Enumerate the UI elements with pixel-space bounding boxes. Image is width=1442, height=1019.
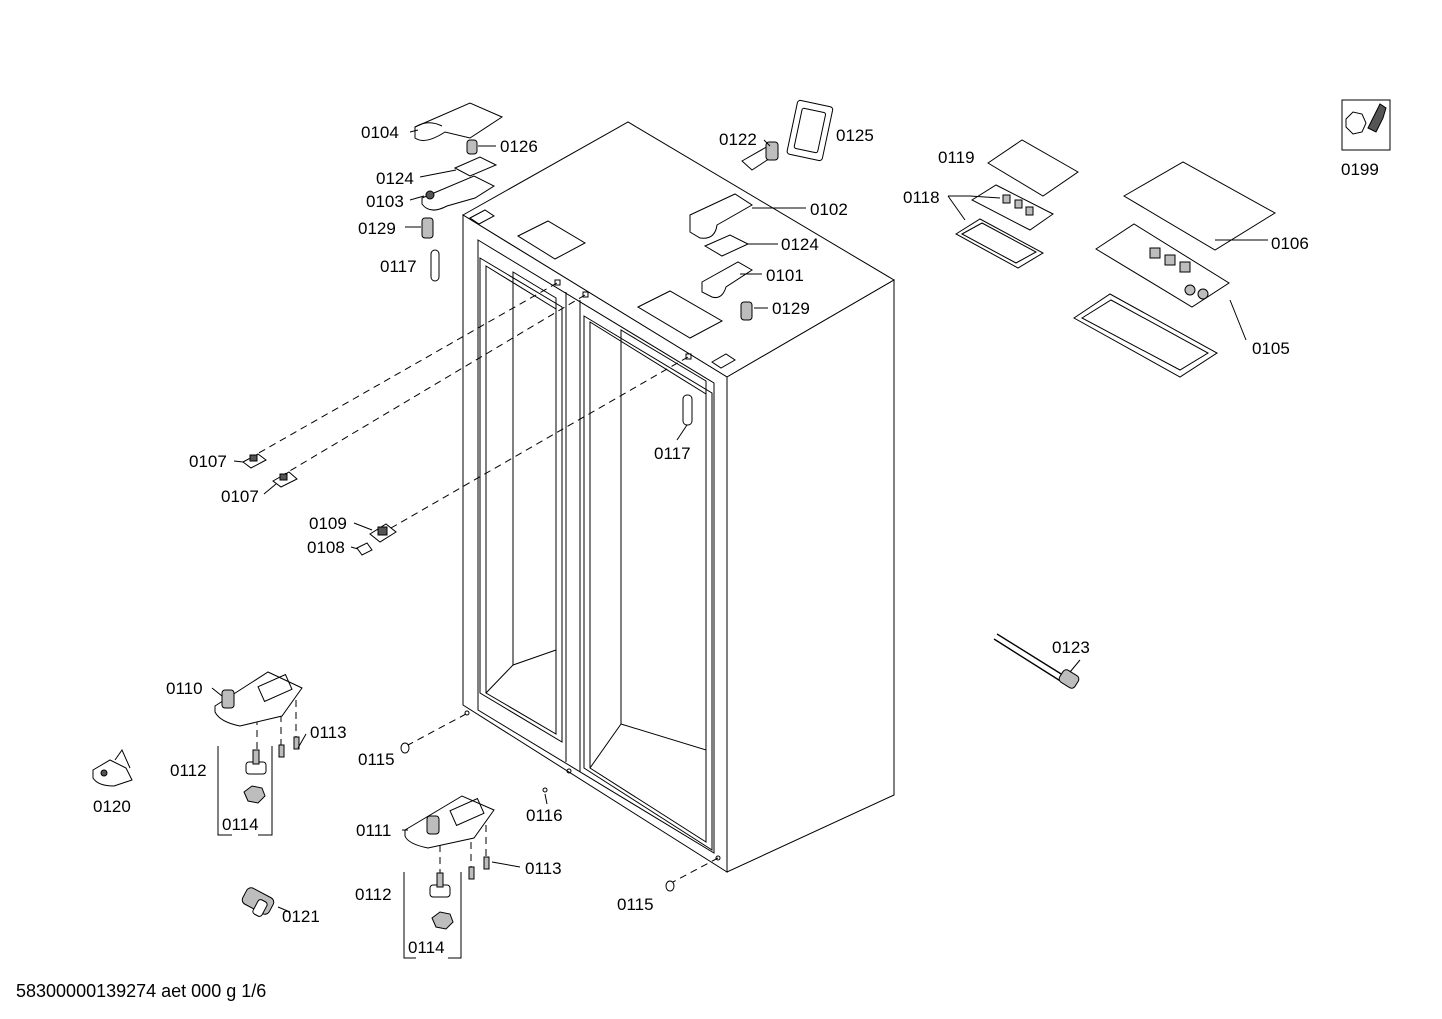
bushing-0129-upper	[421, 217, 434, 239]
callout-0115: 0115	[358, 750, 395, 769]
fitting-0121	[241, 887, 275, 917]
callout-0111: 0111	[356, 821, 391, 840]
hinge-0101	[701, 261, 753, 298]
bushing-0126	[466, 139, 478, 155]
callout-0199: 0199	[1341, 160, 1379, 179]
drawing-id-footer: 58300000139274 aet 000 g 1/6	[16, 981, 267, 1001]
callout-0129: 0129	[772, 299, 810, 318]
callout-0117: 0117	[380, 257, 417, 276]
callout-0101: 0101	[766, 266, 804, 285]
callout-0107: 0107	[189, 452, 227, 471]
plate-0124-upper	[453, 156, 498, 177]
screw-0113-a	[278, 744, 285, 758]
hinge-0111	[404, 795, 495, 849]
cap-0115-a	[400, 742, 410, 754]
cover-0117-lower	[682, 394, 693, 426]
lower-center-hinge-parts	[400, 742, 675, 959]
callout-0124: 0124	[781, 235, 819, 254]
callout-0125: 0125	[836, 126, 874, 145]
cap-0108	[356, 542, 373, 556]
callout-0126: 0126	[500, 137, 538, 156]
callout-0110: 0110	[166, 679, 203, 698]
upper-left-hinge-parts	[414, 102, 504, 282]
screw-0113-d	[483, 856, 490, 870]
housing-0105	[1073, 293, 1218, 378]
bushing-0129-lower	[740, 301, 753, 321]
board-0118	[970, 184, 1054, 231]
callout-0124: 0124	[376, 169, 414, 188]
lower-left-hinge-parts	[92, 671, 303, 917]
nut-0114	[243, 785, 266, 804]
callout-0113: 0113	[310, 723, 347, 742]
upper-center-parts	[682, 99, 834, 426]
callout-0109: 0109	[309, 514, 347, 533]
callout-0119: 0119	[938, 148, 975, 167]
callout-0114: 0114	[408, 938, 445, 957]
nut-0114-b	[431, 911, 454, 930]
callout-0116: 0116	[526, 806, 563, 825]
cover-0117-upper	[430, 249, 440, 282]
callout-0122: 0122	[719, 130, 757, 149]
bracket-0120	[92, 759, 133, 787]
callout-labels: 0104 0126 0124 0103 0129 0117 0122 0125 …	[93, 123, 1379, 957]
board-0105	[1095, 223, 1230, 308]
hinge-cover-0104	[414, 102, 504, 141]
callout-0117: 0117	[654, 444, 691, 463]
callout-0107: 0107	[221, 487, 259, 506]
cover-0106	[1123, 161, 1276, 251]
callout-0115: 0115	[617, 895, 654, 914]
callout-0104: 0104	[361, 123, 399, 142]
screw-0113-b	[293, 736, 300, 750]
door-switches	[242, 453, 397, 556]
callout-0123: 0123	[1052, 638, 1090, 657]
callout-0112: 0112	[355, 885, 392, 904]
callout-0106: 0106	[1271, 234, 1309, 253]
cap-0115-b	[665, 880, 675, 892]
callout-0102: 0102	[810, 200, 848, 219]
hinge-0103	[421, 175, 496, 211]
hinge-cover-0102	[689, 193, 753, 239]
assembly-lines	[249, 282, 719, 883]
cover-0119	[987, 139, 1079, 197]
callout-0118: 0118	[903, 188, 940, 207]
screw-0113-c	[468, 866, 475, 880]
callout-0120: 0120	[93, 797, 131, 816]
frame-0125	[786, 99, 834, 162]
control-board-parts	[955, 139, 1276, 378]
plug-0116	[542, 787, 548, 793]
callout-0103: 0103	[366, 192, 404, 211]
callout-0105: 0105	[1252, 339, 1290, 358]
callout-0129: 0129	[358, 219, 396, 238]
callout-0108: 0108	[307, 538, 345, 557]
housing-0118	[955, 218, 1045, 269]
tool-icon	[1341, 99, 1391, 151]
callout-0113: 0113	[525, 859, 562, 878]
leader-lines	[211, 129, 1268, 913]
callout-0114: 0114	[222, 815, 259, 834]
callout-0121: 0121	[282, 907, 320, 926]
water-hose-0123	[993, 633, 1080, 689]
refrigerator-cabinet	[462, 121, 895, 873]
hinge-0110	[214, 671, 303, 727]
callout-0112: 0112	[170, 761, 207, 780]
